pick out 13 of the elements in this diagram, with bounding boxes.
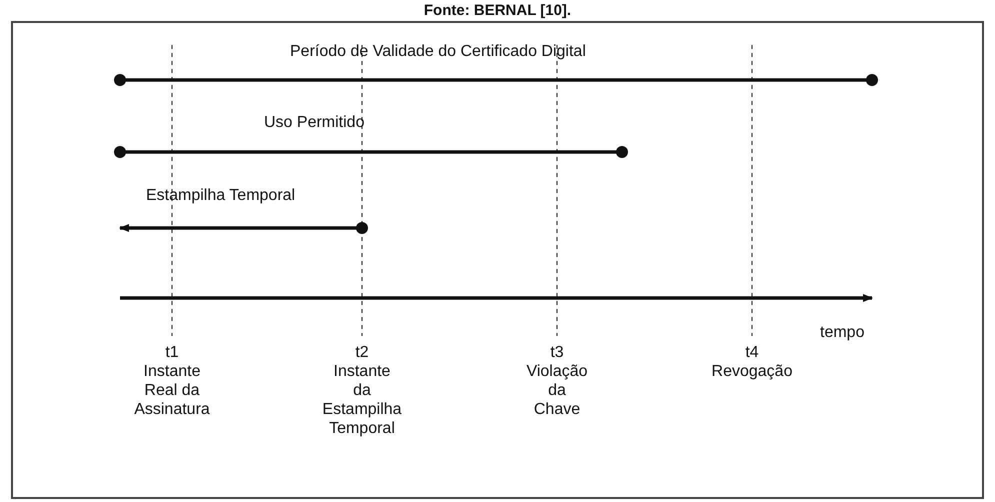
time-mark-label: t1 <box>165 344 179 361</box>
axis-label: tempo <box>820 324 864 341</box>
time-mark-label: t4 <box>745 344 759 361</box>
bar-label: Uso Permitido <box>264 114 364 131</box>
time-mark-label: t3 <box>550 344 564 361</box>
event-label: Instante da Estampilha Temporal <box>322 362 402 438</box>
event-label: Revogação <box>712 362 792 381</box>
time-mark-label: t2 <box>355 344 369 361</box>
caption: Fonte: BERNAL [10]. <box>422 1 572 20</box>
bar-label: Período de Validade do Certificado Digital <box>290 43 586 60</box>
bar-label: Estampilha Temporal <box>146 187 296 204</box>
event-label: Instante Real da Assinatura <box>134 362 210 419</box>
event-label: Violação da Chave <box>526 362 588 419</box>
